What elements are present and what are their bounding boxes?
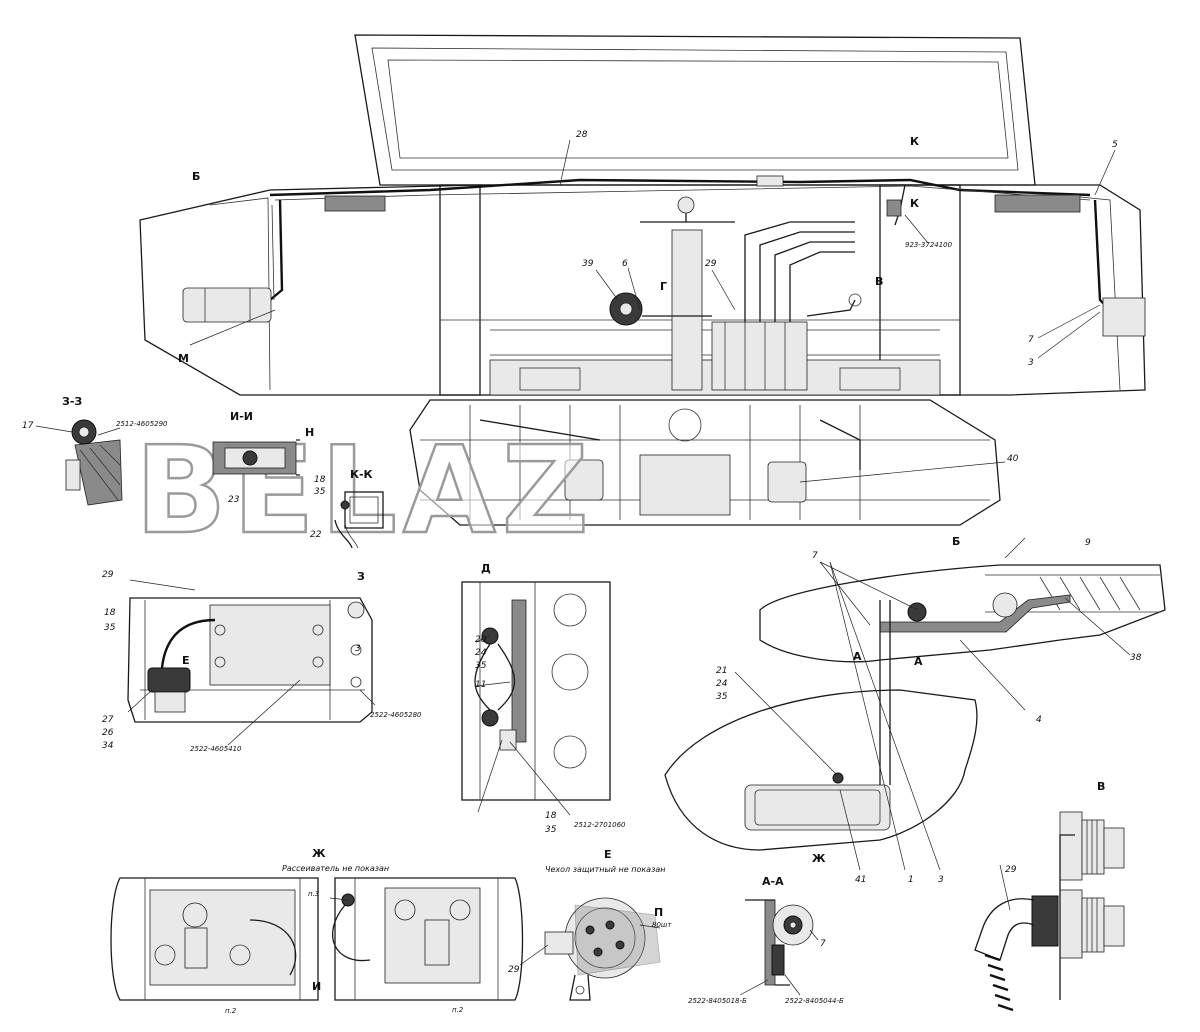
title-i-i: И-И [230, 410, 253, 423]
callout-23: 23 [228, 495, 240, 505]
note-e: Чехол защитный не показан [545, 865, 665, 874]
callout-24: 24 [475, 648, 487, 658]
marker-k2: К [910, 197, 919, 210]
note-zh: Рассеиватель не показан [282, 864, 389, 873]
callout-n2: п.2 [225, 1007, 237, 1015]
callout-29: 29 [705, 259, 717, 269]
title-b-top: Б [192, 170, 200, 183]
lamp-detail [127, 597, 373, 723]
leader-lines [35, 139, 1131, 996]
title-a-a: А-А [762, 875, 784, 888]
marker-a1: А [853, 650, 862, 663]
title-v: В [1097, 780, 1105, 793]
callout-1: 1 [908, 875, 914, 885]
callout-5: 5 [1112, 140, 1118, 150]
section-i-i [212, 439, 300, 476]
code-lamp-b: 2522-4605410 [190, 745, 242, 753]
callout-7c: 7 [820, 939, 826, 949]
code-aa-1: 2522-8405018-Б [688, 997, 747, 1005]
callout-7b: 7 [812, 551, 818, 561]
callout-n2b: п.2 [452, 1006, 464, 1014]
callout-18b: 18 [104, 608, 116, 618]
marker-h: Н [305, 426, 314, 439]
marker-k: К [910, 135, 919, 148]
view-d [461, 581, 611, 801]
callout-27: 27 [102, 715, 114, 725]
callout-6: 6 [622, 259, 628, 269]
marker-z: З [357, 570, 365, 583]
code-top-right: 923-3724100 [905, 241, 953, 249]
marker-p: П [654, 906, 663, 919]
marker-i: И [312, 980, 321, 993]
view-v [974, 811, 1125, 1012]
callout-34: 34 [102, 741, 114, 751]
section-z-z [65, 419, 123, 506]
code-d: 2512-2701060 [574, 821, 626, 829]
code-lamp-a: 2522-4605280 [370, 711, 422, 719]
callout-7: 7 [1028, 335, 1034, 345]
title-zh: Ж [312, 847, 326, 860]
note-p-sub: 80шт [652, 921, 672, 929]
marker-e: Е [182, 654, 190, 667]
callout-11: 11 [475, 680, 486, 690]
marker-g: Г [660, 280, 667, 293]
code-aa-2: 2522-8405044-Б [785, 997, 844, 1005]
callout-40: 40 [1007, 454, 1019, 464]
callout-35c: 35 [475, 661, 487, 671]
section-titles: З-З И-И К-К Д Б В Ж Е А-А Б [62, 170, 1105, 888]
callout-n3: п.3 [308, 890, 319, 898]
title-e: Е [604, 848, 612, 861]
callout-9: 9 [1085, 538, 1091, 548]
callout-3c: 3 [938, 875, 944, 885]
callout-4: 4 [1036, 715, 1042, 725]
title-b: Б [952, 535, 960, 548]
callout-35d: 35 [545, 825, 557, 835]
notes: Рассеиватель не показан Чехол защитный н… [282, 864, 672, 929]
marker-zh: Ж [812, 852, 826, 865]
callout-22: 22 [310, 530, 322, 540]
section-k-k [334, 491, 384, 549]
callout-17: 17 [22, 421, 34, 431]
part-codes: 923-3724100 2512-4605290 2522-4605280 25… [116, 241, 953, 1005]
callout-35e: 35 [716, 692, 728, 702]
callout-29d: 29 [1005, 865, 1017, 875]
view-e [544, 897, 661, 1001]
marker-a2: А [914, 655, 923, 668]
callout-3: 3 [1028, 358, 1034, 368]
marker-m: М [178, 352, 189, 365]
callouts: 28 5 39 6 29 7 3 17 23 18 35 22 40 29 18… [22, 130, 1142, 1015]
frame-view [409, 399, 1001, 526]
view-markers: К К Н З Г В А А И Ж Е М П [178, 135, 923, 993]
marker-v: В [875, 275, 883, 288]
callout-26: 26 [102, 728, 114, 738]
title-k-k: К-К [350, 468, 373, 481]
callout-28: 28 [576, 130, 588, 140]
main-view [139, 34, 1146, 396]
callout-41: 41 [855, 875, 866, 885]
view-b [664, 564, 1166, 851]
callout-29c: 29 [508, 965, 520, 975]
callout-39: 39 [582, 259, 594, 269]
title-d: Д [481, 562, 491, 575]
callout-38: 38 [1130, 653, 1142, 663]
callout-18c: 18 [545, 811, 557, 821]
callout-35b: 35 [104, 623, 116, 633]
title-z-z: З-З [62, 395, 82, 408]
section-a-a [745, 899, 814, 986]
callout-35: 35 [314, 487, 326, 497]
view-zh [110, 877, 524, 1001]
callout-3b: 3 [355, 644, 361, 654]
callout-29b: 29 [102, 570, 114, 580]
callout-18: 18 [314, 475, 326, 485]
callout-21: 21 [716, 666, 727, 676]
callout-20: 20 [475, 635, 487, 645]
code-z-z: 2512-4605290 [116, 420, 168, 428]
callout-24b: 24 [716, 679, 728, 689]
